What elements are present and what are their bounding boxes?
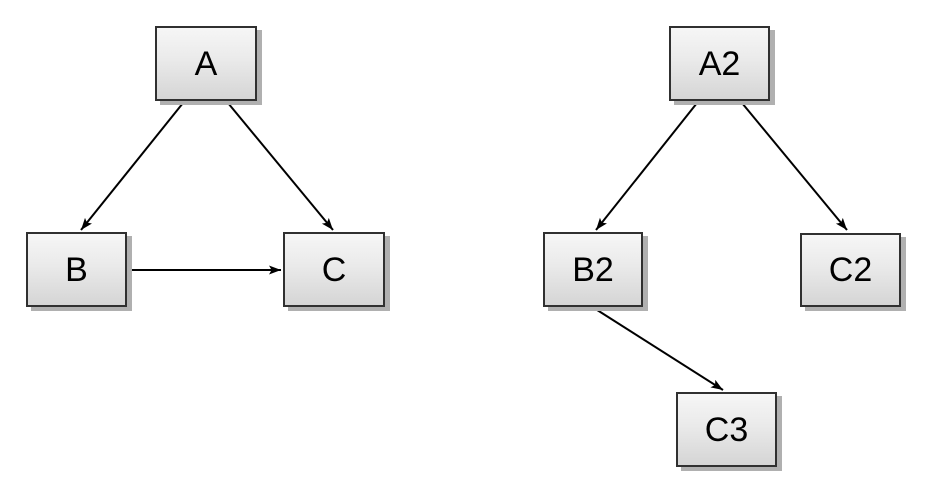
node-C[interactable]: C — [283, 232, 385, 307]
node-label: A — [194, 44, 218, 83]
edge-A-to-B[interactable] — [80, 102, 184, 231]
edge-B2-to-C3[interactable] — [593, 307, 724, 391]
node-label: A2 — [698, 44, 741, 83]
node-label: B2 — [572, 250, 614, 289]
edge-A2-to-C2[interactable] — [741, 102, 848, 231]
edge-A2-to-B2[interactable] — [595, 102, 698, 231]
node-B[interactable]: B — [26, 232, 127, 307]
node-label: C — [321, 250, 347, 289]
node-label: B — [65, 250, 88, 289]
node-label: C2 — [828, 251, 873, 289]
node-C3[interactable]: C3 — [676, 392, 777, 467]
node-A2[interactable]: A2 — [669, 26, 770, 101]
edges-group — [80, 102, 848, 391]
node-label: C3 — [704, 410, 749, 449]
node-B2[interactable]: B2 — [543, 232, 643, 307]
edge-A-to-C[interactable] — [227, 102, 334, 231]
node-C2[interactable]: C2 — [800, 233, 901, 307]
node-A[interactable]: A — [155, 26, 257, 101]
